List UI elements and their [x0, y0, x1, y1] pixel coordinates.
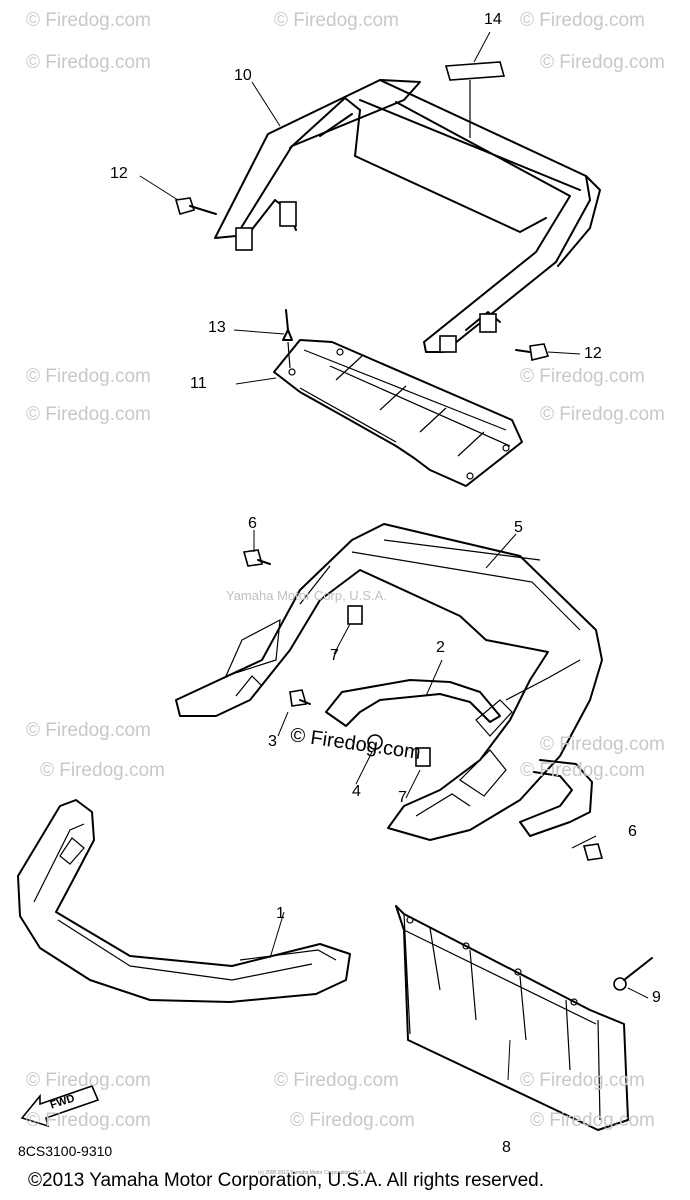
part-4-washer [367, 734, 383, 750]
watermark: © Firedog.com [520, 10, 645, 31]
callout-11: 11 [190, 375, 207, 392]
part-code: 8CS3100-9310 [18, 1143, 113, 1159]
watermark: © Firedog.com [520, 1070, 645, 1091]
part-bracket-lower [519, 759, 593, 837]
watermark: © Firedog.com [26, 1070, 151, 1091]
callout-13: 13 [208, 319, 226, 336]
callout-10: 10 [234, 67, 252, 84]
callout-7-lower: 7 [398, 789, 407, 806]
part-12-bolt-left [174, 197, 217, 215]
watermark: © Firedog.com [520, 760, 645, 781]
part-10-rack [214, 79, 601, 353]
watermark: © Firedog.com [520, 366, 645, 387]
watermark: © Firedog.com [530, 1110, 655, 1131]
copyright: ©2013 Yamaha Motor Corporation, U.S.A. A… [28, 1170, 544, 1191]
callout-5: 5 [514, 519, 523, 536]
watermark: © Firedog.com [26, 10, 151, 31]
part-6-bolt-lower [582, 843, 604, 861]
fwd-arrow-icon [20, 1085, 100, 1128]
watermark: © Firedog.com [290, 1110, 415, 1131]
watermark: © Firedog.com [26, 1110, 151, 1131]
part-14-decal [444, 61, 506, 81]
watermark: © Firedog.com [40, 760, 165, 781]
callout-8: 8 [502, 1139, 511, 1156]
callout-2: 2 [436, 639, 445, 656]
part-9-rivet [613, 957, 653, 991]
part-7-nut-upper [347, 605, 363, 625]
part-7-nut-lower [415, 747, 431, 767]
callout-1: 1 [276, 905, 285, 922]
part-11-plate [273, 339, 523, 487]
part-5-guard [175, 523, 603, 841]
callout-3: 3 [268, 733, 277, 750]
callout-6-upper: 6 [248, 515, 257, 532]
callout-12-left: 12 [110, 165, 128, 182]
leader-lines [139, 31, 649, 1081]
watermark: © Firedog.com [540, 52, 665, 73]
callout-6-lower: 6 [628, 823, 637, 840]
watermark: © Firedog.com [274, 1070, 399, 1091]
part-12-bolt-right [515, 343, 550, 361]
part-2-stay [325, 679, 501, 727]
callout-9: 9 [652, 989, 661, 1006]
watermark: © Firedog.com [274, 10, 399, 31]
callout-4: 4 [352, 783, 361, 800]
watermark: © Firedog.com [540, 404, 665, 425]
watermark: © Firedog.com [540, 734, 665, 755]
callout-7-upper: 7 [330, 647, 339, 664]
part-6-bolt-upper [242, 549, 271, 567]
center-watermark: Yamaha Motor Corp, U.S.A. [226, 588, 387, 603]
watermark: © Firedog.com [26, 52, 151, 73]
watermark: © Firedog.com [26, 720, 151, 741]
watermark: © Firedog.com [26, 366, 151, 387]
part-3-bolt [289, 689, 311, 707]
part-8-mudflap [395, 905, 629, 1131]
callout-14: 14 [484, 11, 502, 28]
callout-12-right: 12 [584, 345, 602, 362]
part-1-bumper [17, 799, 351, 1003]
fine-print: (c) 2000 2013 Yamaha Motor Corporation, … [258, 1170, 368, 1176]
watermark: © Firedog.com [26, 404, 151, 425]
